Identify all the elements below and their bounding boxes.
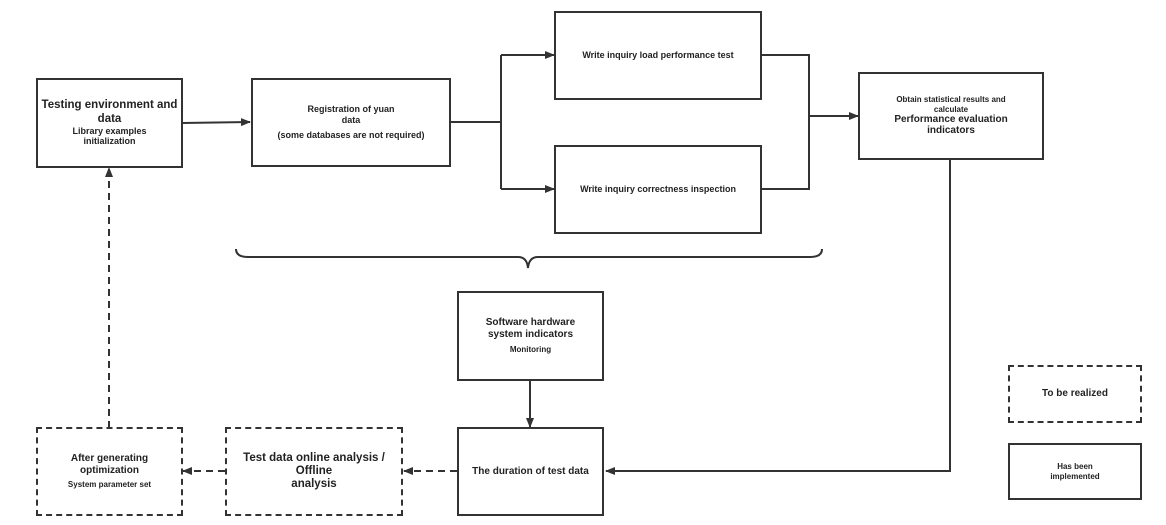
registration-line2: data (341, 114, 361, 125)
merge-tests (761, 54, 810, 190)
correctness-box: Write inquiry correctness inspection (554, 145, 762, 234)
legend-to-be-realized: To be realized (1008, 365, 1142, 423)
analysis-box: Test data online analysis / Offline anal… (225, 427, 403, 516)
monitoring-title: Software hardware system indicators (485, 317, 576, 340)
optimization-box: After generating optimization System par… (36, 427, 183, 516)
env-title: Testing environment and data (41, 99, 178, 125)
env-box: Testing environment and data Library exa… (36, 78, 183, 168)
optimization-subtitle: System parameter set (67, 480, 152, 490)
arrow-stats-to-duration (605, 159, 951, 475)
duration-box: The duration of test data (457, 427, 604, 516)
stats-line2: Performance evaluation indicators (894, 113, 1008, 137)
arrow-env-to-registration (181, 118, 251, 127)
optimization-title: After generating optimization (70, 453, 149, 476)
analysis-line1: Test data online analysis / (243, 451, 385, 464)
monitoring-box: Software hardware system indicators Moni… (457, 291, 604, 381)
registration-box: Registration of yuan data (some database… (251, 78, 451, 167)
stats-line1: Obtain statistical results and calculate (896, 95, 1006, 114)
load-test-label: Write inquiry load performance test (582, 50, 734, 61)
correctness-label: Write inquiry correctness inspection (580, 184, 736, 195)
stats-box: Obtain statistical results and calculate… (858, 72, 1044, 160)
branch-registration-to-tests (450, 55, 502, 189)
env-subtitle: Library examples initialization (72, 125, 147, 147)
registration-line1: Registration of yuan (307, 104, 395, 115)
legend-implemented-label: Has been implemented (1050, 462, 1100, 481)
analysis-line2: Offline analysis (291, 464, 337, 491)
monitoring-subtitle: Monitoring (509, 345, 552, 355)
brace (235, 248, 823, 269)
legend-implemented: Has been implemented (1008, 443, 1142, 500)
load-test-box: Write inquiry load performance test (554, 11, 762, 100)
registration-line3: (some databases are not required) (277, 130, 425, 141)
legend-to-be-realized-label: To be realized (1042, 388, 1108, 400)
duration-label: The duration of test data (472, 465, 589, 477)
